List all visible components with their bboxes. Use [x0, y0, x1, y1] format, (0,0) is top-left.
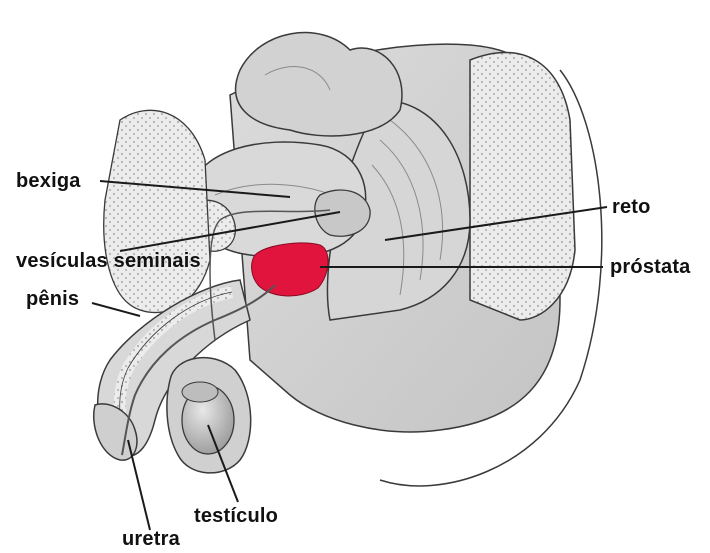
intestines — [236, 33, 402, 136]
seminal-vesicles — [315, 190, 370, 236]
pelvic-wall — [104, 110, 210, 312]
sacrum — [470, 53, 575, 321]
label-testiculo: testículo — [194, 505, 278, 527]
label-penis: pênis — [26, 288, 79, 310]
label-reto: reto — [612, 196, 651, 218]
label-prostata: próstata — [610, 256, 691, 278]
label-vesiculas-seminais: vesículas seminais — [16, 250, 201, 272]
label-bexiga: bexiga — [16, 170, 81, 192]
label-uretra: uretra — [122, 528, 180, 550]
leader-uretra — [128, 440, 150, 530]
prostate — [252, 243, 329, 296]
